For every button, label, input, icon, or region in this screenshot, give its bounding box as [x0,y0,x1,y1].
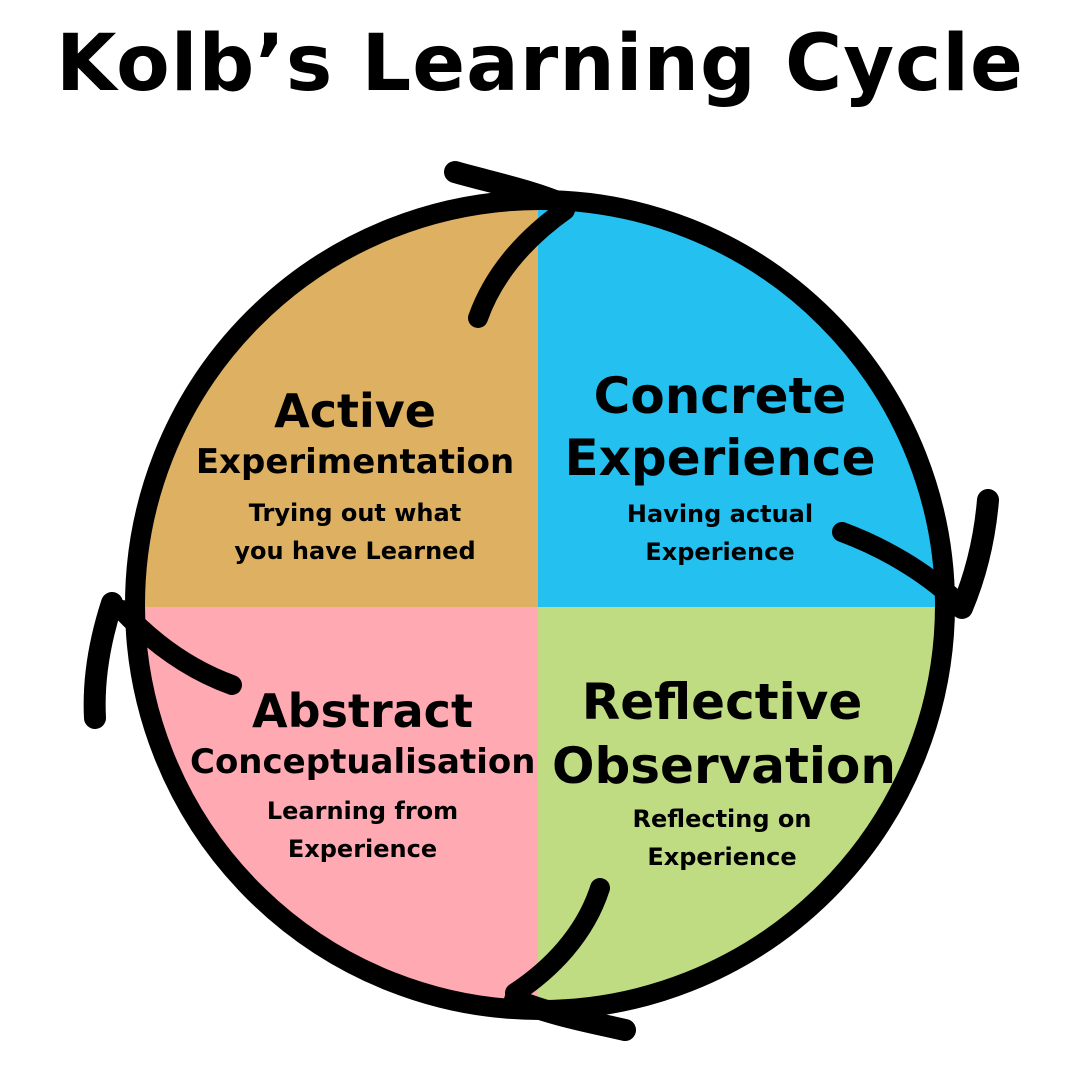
arrowhead-top-icon [444,161,576,328]
abstract-conceptualisation-label: Abstract Conceptualisation Learning from… [190,684,535,868]
arrowhead-bottom-icon [504,878,636,1041]
concrete-experience-desc-line2: Experience [645,538,795,566]
reflective-observation-label: Reflective Observation Reflecting on Exp… [552,670,896,876]
active-experimentation-title-line1: Active [274,384,436,438]
active-experimentation-title-line2: Experimentation [195,442,515,482]
reflective-observation-title-line2: Observation [552,737,896,795]
active-experimentation-desc-line1: Trying out what [248,499,462,527]
abstract-conceptualisation-desc-line2: Experience [287,835,438,863]
abstract-conceptualisation-title-line1: Abstract [252,684,473,738]
concrete-experience-title-line1: Concrete [593,367,847,425]
arrowhead-right-icon [832,489,999,619]
concrete-experience-title-line2: Experience [564,429,876,487]
abstract-conceptualisation-desc-line1: Learning from [266,797,459,825]
active-experimentation-label: Active Experimentation Trying out what y… [180,384,530,570]
abstract-conceptualisation-title-line2: Conceptualisation [190,742,536,782]
active-experimentation-desc-line2: you have Learned [234,537,476,565]
page-title: Kolb’s Learning Cycle [56,19,1024,109]
concrete-experience-label: Concrete Experience Having actual Experi… [555,365,885,571]
reflective-observation-title-line1: Reflective [581,673,863,731]
concrete-experience-desc-line1: Having actual [626,500,814,528]
reflective-observation-desc-line2: Experience [647,843,797,871]
arrowhead-left-icon [83,592,242,729]
reflective-observation-desc-line1: Reflecting on [632,805,812,833]
